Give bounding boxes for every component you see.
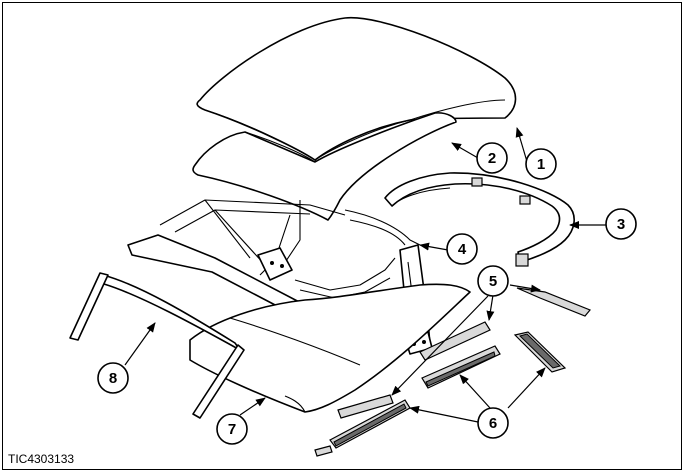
svg-text:2: 2 bbox=[488, 150, 496, 167]
svg-text:1: 1 bbox=[537, 156, 545, 173]
windshield-header-seal bbox=[69, 272, 245, 419]
callout-8: 8 bbox=[97, 362, 129, 394]
svg-text:8: 8 bbox=[109, 370, 117, 387]
svg-text:7: 7 bbox=[228, 421, 236, 438]
seal-set bbox=[329, 331, 567, 449]
callout-7: 7 bbox=[216, 413, 248, 445]
callout-1: 1 bbox=[525, 148, 557, 180]
rear-roof-rail bbox=[384, 172, 575, 267]
svg-text:6: 6 bbox=[489, 415, 497, 432]
svg-text:5: 5 bbox=[489, 273, 497, 290]
callout-6: 6 bbox=[477, 407, 509, 439]
roof-cover-outer bbox=[196, 16, 517, 165]
roof-headliner bbox=[192, 112, 457, 221]
svg-text:4: 4 bbox=[458, 241, 467, 258]
svg-text:3: 3 bbox=[617, 216, 625, 233]
callout-5: 5 bbox=[477, 265, 509, 297]
callout-2: 2 bbox=[476, 142, 508, 174]
weatherstrip-set bbox=[314, 287, 591, 457]
figure-reference-code: TIC4303133 bbox=[8, 452, 75, 466]
callout-4: 4 bbox=[446, 233, 478, 265]
callout-3: 3 bbox=[605, 208, 637, 240]
soft-top-fabric bbox=[189, 283, 471, 413]
figure-border bbox=[2, 2, 682, 470]
